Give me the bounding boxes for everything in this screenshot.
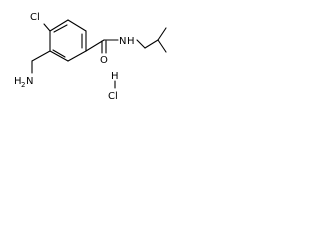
benzene-ring (49, 19, 87, 62)
ring-double-bond-3 (53, 24, 68, 33)
atom-amine-n: N (26, 76, 33, 87)
atom-carbonyl-o: O (100, 55, 108, 66)
atom-amide-n: N (119, 36, 126, 47)
ring-bond-1 (67, 19, 87, 32)
chemical-structure: Cl H 2 N O N H H Cl (14, 12, 167, 102)
bond-nh-ch2 (136, 39, 146, 49)
bond-ring-ch2 (31, 50, 51, 62)
atom-amine-h: H (14, 76, 22, 87)
ring-bond-6 (49, 19, 69, 32)
bond-ch-methyl-2 (157, 39, 167, 53)
bond-ring-cl (43, 23, 51, 32)
atom-chloro-ring: Cl (30, 12, 40, 23)
atom-hcl-cl: Cl (108, 91, 118, 102)
bond-ch2-ch (144, 39, 159, 49)
atom-amide-h: H (127, 36, 135, 47)
atom-hcl-h: H (111, 71, 119, 82)
atom-amine-subscript: 2 (21, 81, 25, 89)
bond-ring-carbonyl (85, 39, 105, 52)
ring-bond-3 (67, 50, 87, 62)
ring-double-bond-2 (52, 49, 66, 58)
bond-ch-methyl-1 (157, 27, 167, 41)
ring-bond-4 (49, 50, 69, 62)
